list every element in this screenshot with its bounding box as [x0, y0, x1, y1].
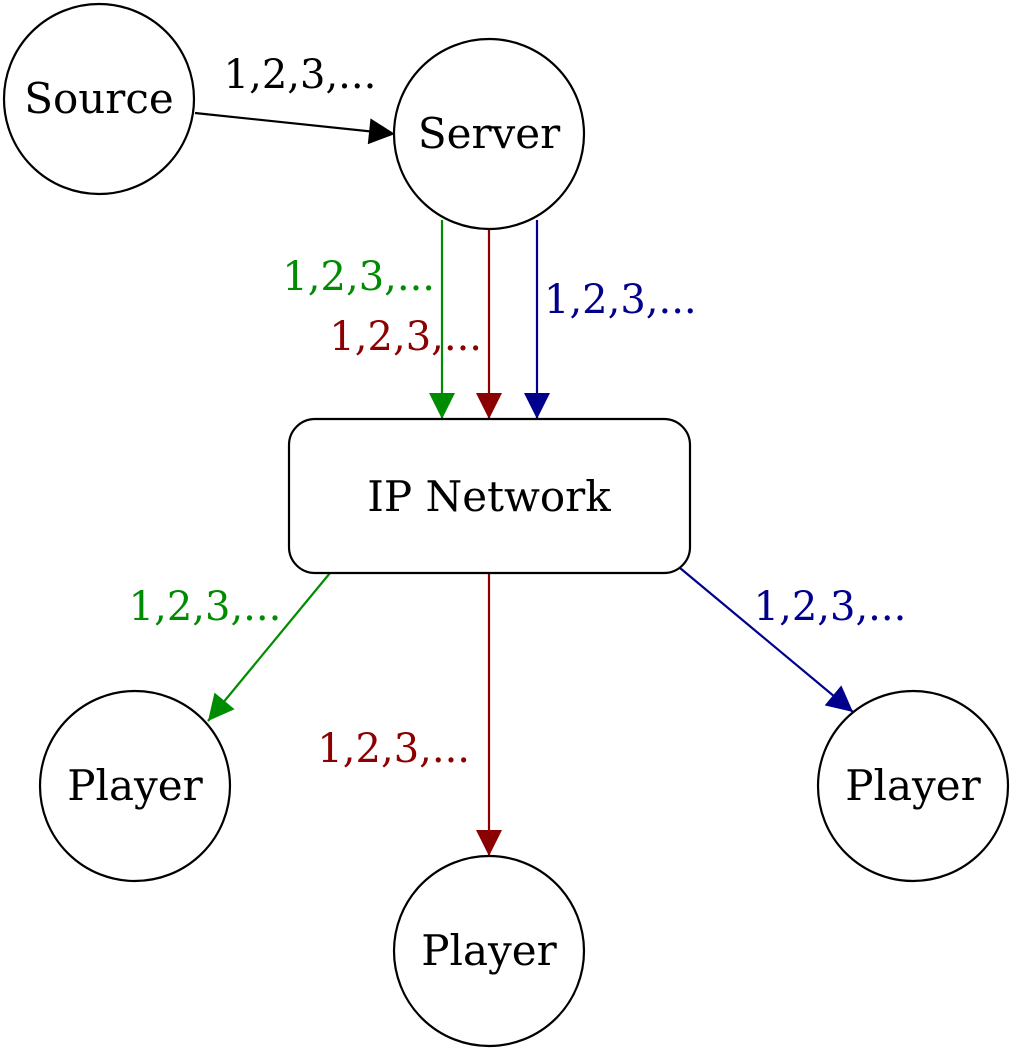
node-player-center: Player	[392, 854, 586, 1048]
label-server-network-blue: 1,2,3,...	[544, 277, 697, 323]
node-server: Server	[392, 37, 586, 231]
edge-network-player-left	[207, 572, 331, 722]
edge-source-server	[194, 111, 396, 145]
node-player-right-label: Player	[845, 761, 981, 810]
node-player-left-label: Player	[67, 761, 203, 810]
label-network-player-center: 1,2,3,...	[317, 726, 470, 772]
label-network-player-left: 1,2,3,...	[129, 584, 282, 630]
edge-network-player-right	[679, 567, 854, 713]
node-ip-network-label: IP Network	[367, 472, 611, 521]
label-source-server: 1,2,3,...	[224, 52, 377, 98]
node-player-right: Player	[816, 689, 1010, 883]
node-source-label: Source	[24, 74, 174, 123]
label-server-network-red: 1,2,3,...	[329, 314, 482, 360]
node-player-left: Player	[38, 689, 232, 883]
label-server-network-green: 1,2,3,...	[282, 254, 435, 300]
node-source: Source	[2, 2, 196, 196]
node-player-center-label: Player	[421, 926, 557, 975]
node-server-label: Server	[418, 109, 561, 158]
node-ip-network: IP Network	[287, 417, 692, 575]
label-network-player-right: 1,2,3,...	[754, 584, 907, 630]
